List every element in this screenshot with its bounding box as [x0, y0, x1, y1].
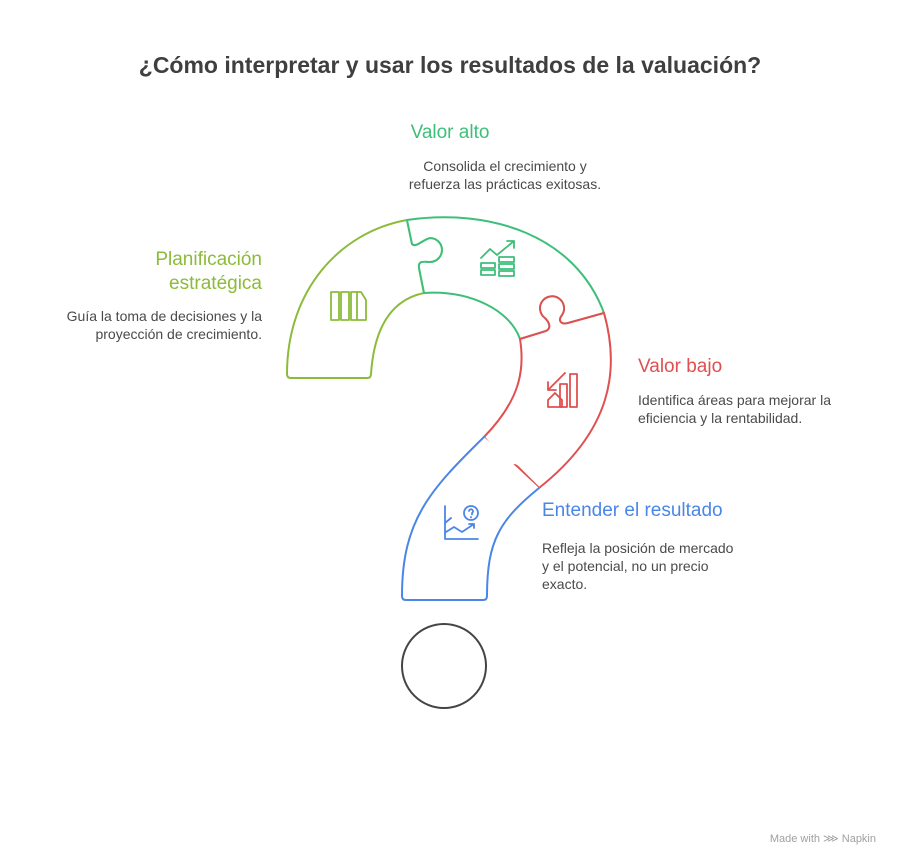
description-line: exacto.: [542, 576, 588, 592]
planificacion-heading: Planificación estratégica: [155, 248, 262, 296]
entender-description: Refleja la posición de mercado y el pote…: [542, 539, 733, 593]
entender-heading: Entender el resultado: [542, 500, 723, 521]
valor-alto-description: Consolida el crecimiento y refuerza las …: [300, 157, 710, 193]
page-title: ¿Cómo interpretar y usar los resultados …: [138, 52, 762, 78]
planificacion-description: Guía la toma de decisiones y la proyecci…: [67, 307, 262, 343]
napkin-watermark: Made with ⋙ Napkin: [769, 833, 876, 845]
description-line: proyección de crecimiento.: [95, 326, 262, 342]
books-icon: [330, 291, 367, 321]
growth-coins-icon: [480, 240, 515, 277]
decline-bar-chart-icon: [547, 372, 578, 408]
description-line: eficiencia y la rentabilidad.: [638, 410, 803, 426]
valor-bajo-description: Identifica áreas para mejorar la eficien…: [638, 391, 831, 427]
description-line: Refleja la posición de mercado: [542, 540, 734, 556]
description-line: Guía la toma de decisiones y la: [66, 308, 262, 324]
valor-alto-heading: Valor alto: [410, 122, 490, 143]
heading-line: Planificación: [155, 249, 262, 270]
heading-line: estratégica: [169, 273, 262, 294]
description-line: y el potencial, no un precio: [542, 558, 709, 574]
valor-bajo-heading: Valor bajo: [638, 356, 723, 377]
description-line: Consolida el crecimiento y: [423, 158, 587, 174]
description-line: refuerza las prácticas exitosas.: [408, 176, 602, 192]
chart-question-icon: [444, 505, 479, 540]
question-dot: [401, 623, 487, 709]
description-line: Identifica áreas para mejorar la: [638, 392, 831, 408]
puzzle-piece-entender[interactable]: [401, 436, 540, 601]
